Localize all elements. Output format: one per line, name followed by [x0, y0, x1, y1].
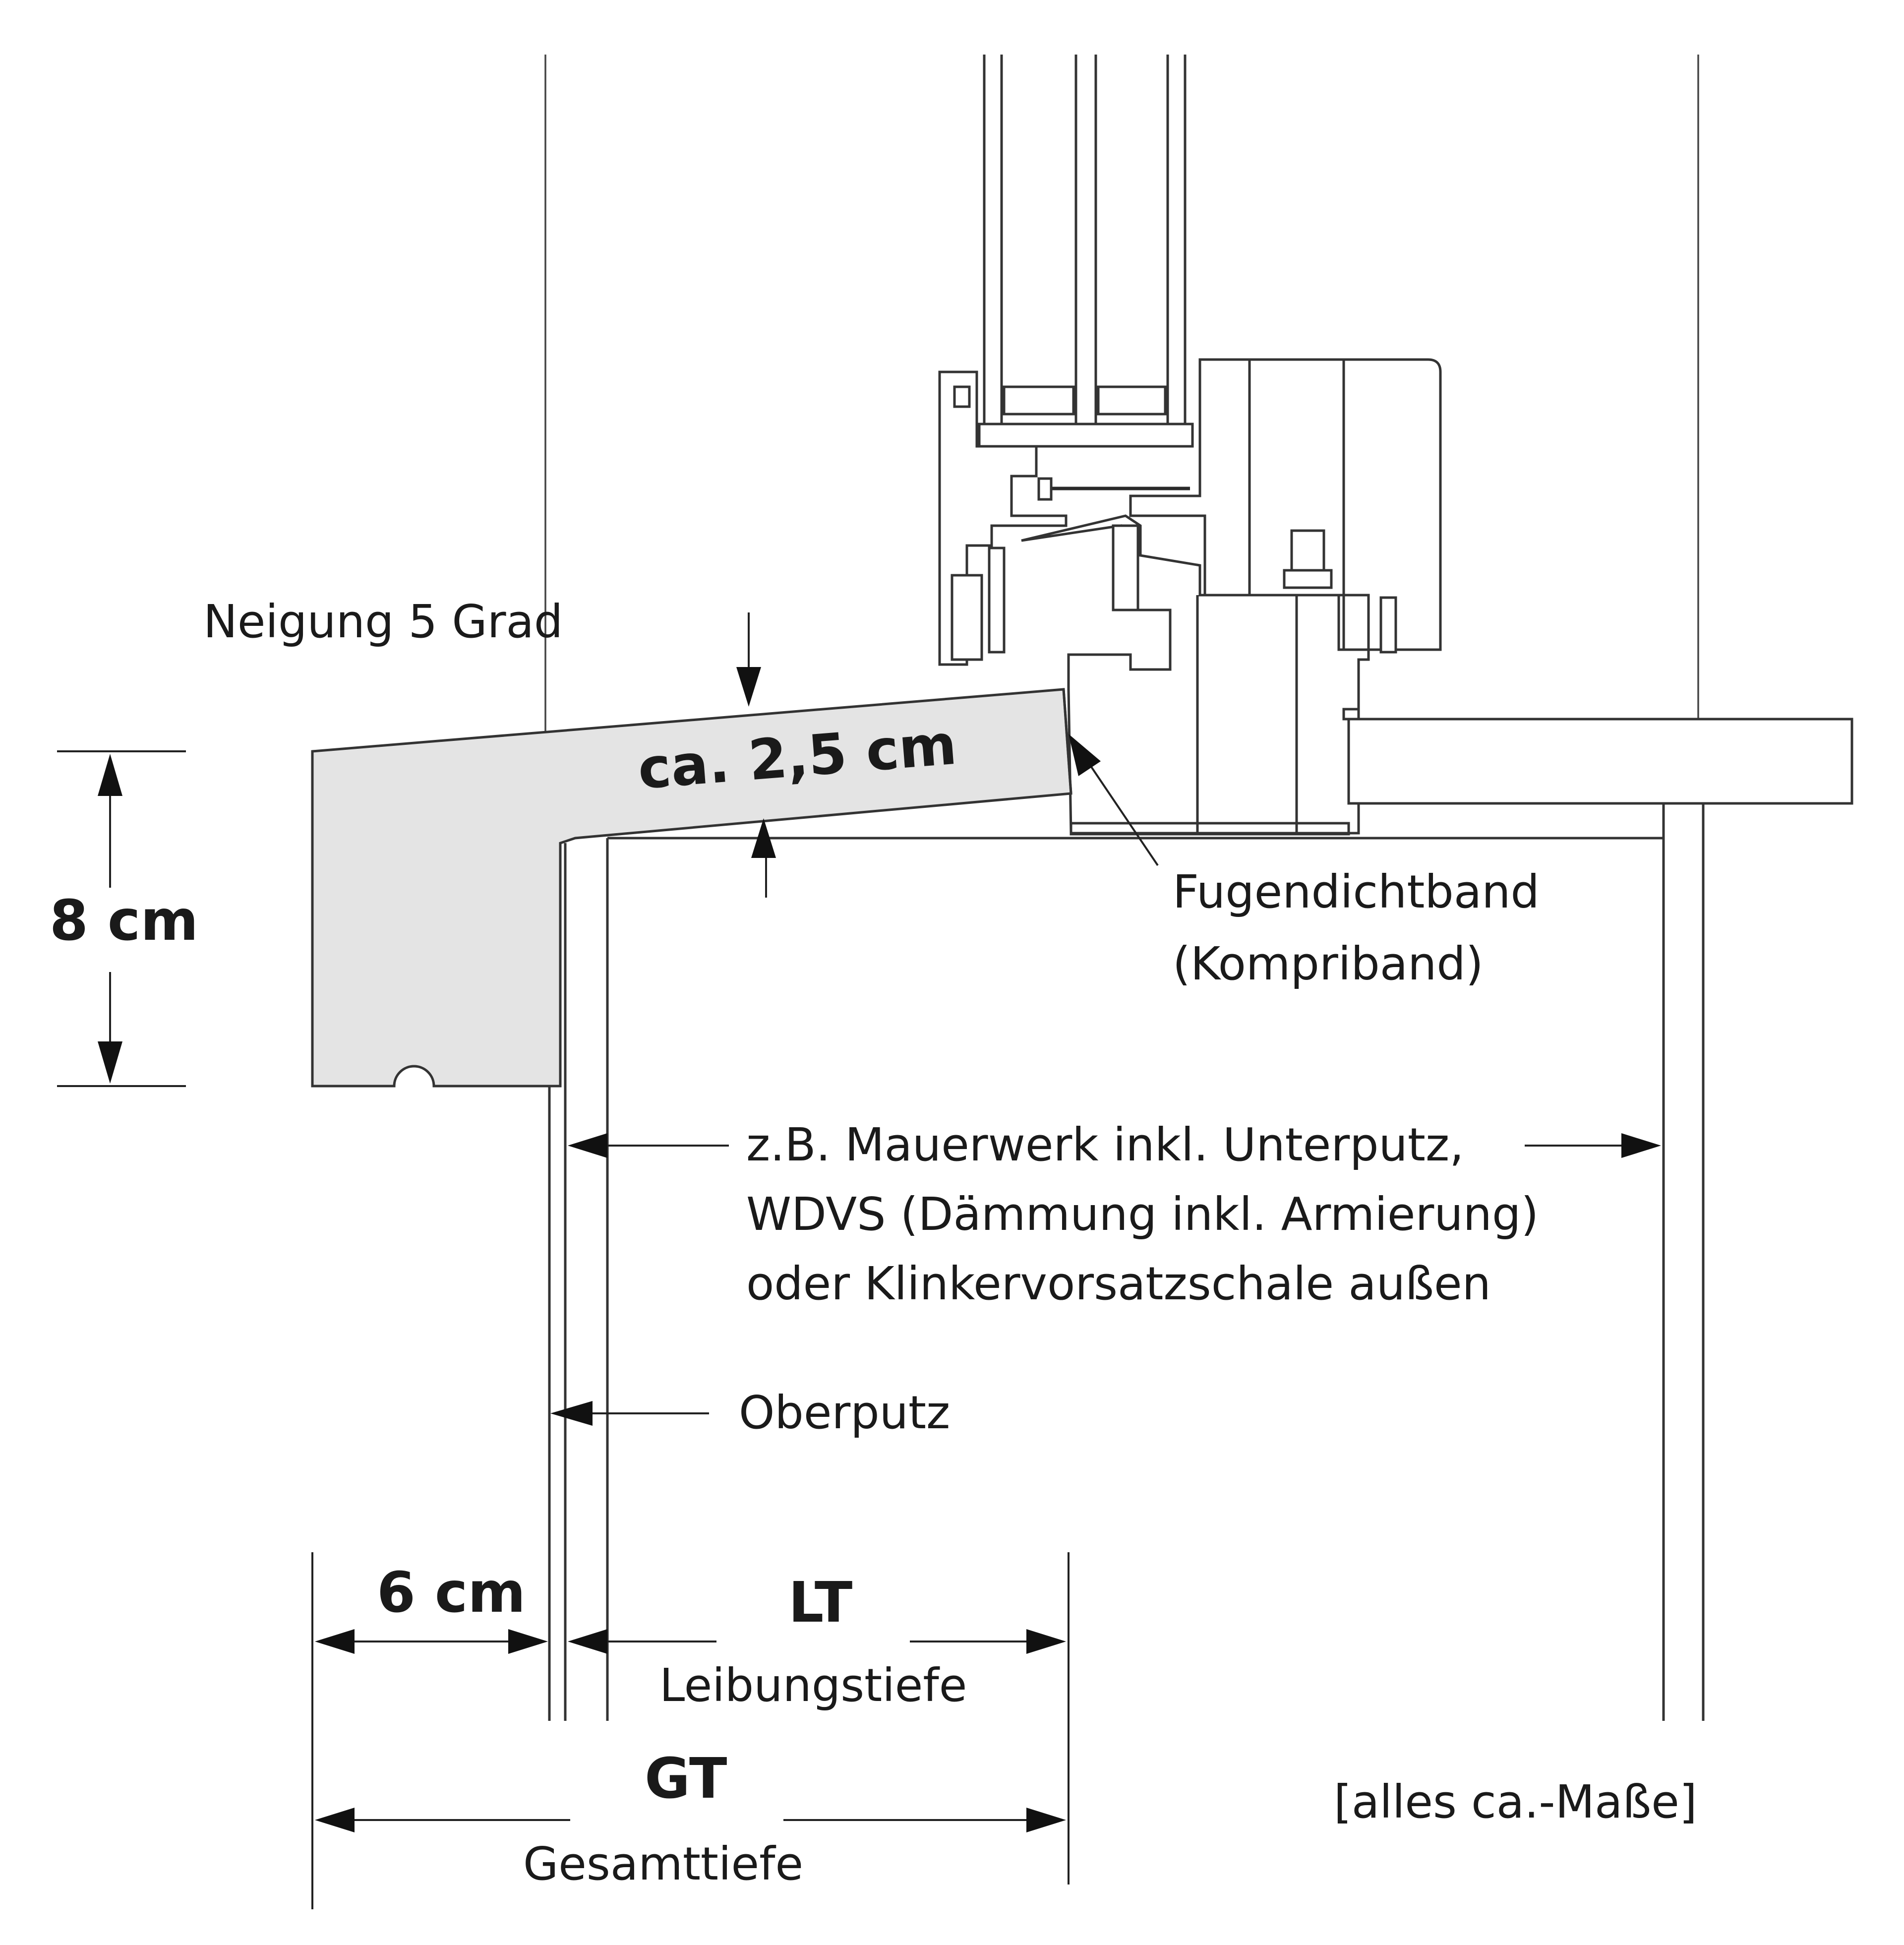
wall-section [548, 803, 1705, 1721]
gt-abbr-label: GT [645, 1747, 727, 1811]
leader-line [1090, 765, 1159, 866]
arrow-head [508, 1629, 548, 1654]
window-frame [938, 55, 1442, 836]
wall-label-line3: oder Klinkervorsatzschale außen [746, 1257, 1491, 1310]
glass-spacer [1097, 385, 1167, 416]
frame-sill-joint [1070, 822, 1350, 836]
gasket [953, 385, 971, 408]
arrow-head [315, 1629, 355, 1654]
arrow-head [98, 1041, 122, 1084]
fitting-base [1283, 569, 1333, 589]
overhang-label: 6 cm [377, 1561, 526, 1625]
exterior-window-sill [311, 688, 1072, 1088]
arrow-head [315, 1808, 355, 1832]
gasket [988, 547, 1006, 654]
arrow-head [1026, 1629, 1066, 1654]
wall-label-line2: WDVS (Dämmung inkl. Armierung) [746, 1188, 1539, 1241]
fitting-block [1290, 529, 1325, 572]
arrow-head [1069, 734, 1101, 776]
arrow-head [751, 818, 776, 858]
sill-height-label: 8 cm [50, 889, 198, 953]
dimensions-note: [alles ca.-Maße] [1334, 1775, 1697, 1828]
interior-window-board [1347, 718, 1853, 805]
arrow-head [568, 1133, 607, 1158]
joint-tape-label-line1: Fugendichtband [1173, 865, 1540, 918]
arrow-head [1621, 1133, 1661, 1158]
drain-chamber [951, 574, 983, 661]
dimension-bottom [311, 1552, 1070, 1909]
gasket [1379, 596, 1397, 654]
gasket [1112, 524, 1139, 611]
top-plaster-label: Oberputz [739, 1386, 950, 1439]
joint-tape-label-line2: (Kompriband) [1173, 937, 1484, 990]
lt-abbr-label: LT [788, 1571, 852, 1635]
arrow-head [550, 1401, 593, 1426]
screw-head [1037, 477, 1053, 501]
dimension-sill-thickness [736, 612, 776, 898]
glazing-bead [978, 423, 1194, 448]
arrow-head [98, 754, 122, 796]
gt-full-label: Gesamttiefe [523, 1837, 803, 1890]
wall-label-line1: z.B. Mauerwerk inkl. Unterputz, [746, 1118, 1464, 1171]
frame-profile [1129, 358, 1442, 651]
sill-end [1062, 689, 1072, 794]
dimension-sill-height [57, 750, 186, 1087]
slope-label: Neigung 5 Grad [203, 595, 563, 648]
arrow-head [736, 667, 761, 707]
dimension-wall-depth [568, 1133, 1661, 1158]
arrow-head [568, 1629, 607, 1654]
lt-full-label: Leibungstiefe [659, 1659, 967, 1712]
board-lip [1342, 708, 1360, 721]
top-plaster-leader [550, 1401, 709, 1426]
arrow-head [1026, 1808, 1066, 1832]
joint-tape-leader [1069, 734, 1159, 866]
glass-spacer [1003, 385, 1075, 416]
